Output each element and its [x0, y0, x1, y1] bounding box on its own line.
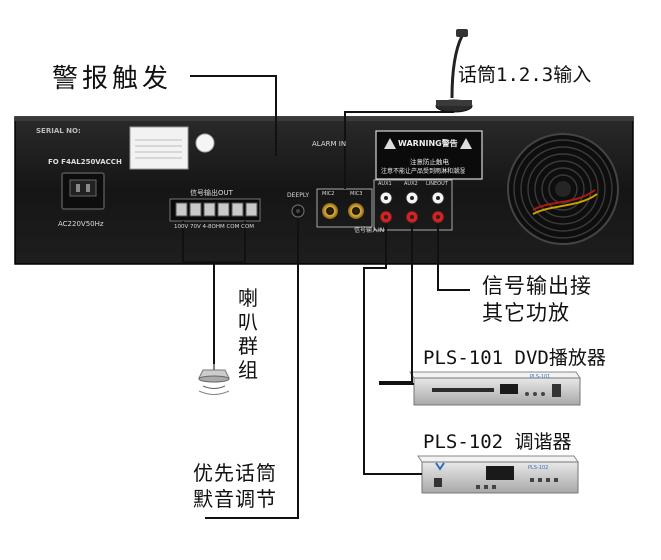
- signal-out-label: 信号输出OUT: [190, 189, 233, 197]
- deeply-label: DEEPLY: [287, 192, 310, 199]
- aux2-label: AUX2: [404, 181, 418, 187]
- serial-label: SERIAL NO:: [36, 127, 81, 135]
- dvd-player-unit: [409, 371, 581, 406]
- speaker-group-char: 叭: [238, 310, 258, 334]
- speaker-group-char: 组: [238, 358, 258, 382]
- mic2-label: MIC2: [322, 191, 335, 197]
- dvd-brand-label: PLS-101: [530, 374, 551, 380]
- cooling-fan: [507, 133, 619, 245]
- power-inlet: [61, 172, 105, 210]
- warning-label-box: [375, 130, 483, 180]
- gooseneck-microphone: [435, 29, 473, 113]
- dvd-player-label: PLS-101 DVD播放器: [423, 347, 606, 369]
- speaker-group-label: 喇 叭 群 组: [238, 286, 258, 382]
- lineout-label: LINEOUT: [426, 181, 448, 187]
- rca-jacks: [373, 179, 453, 231]
- signal-out-line1: 信号输出接: [482, 274, 592, 298]
- terminal-label: 100V 70V 4-8OHM COM COM: [174, 224, 255, 230]
- connection-lines: [182, 75, 470, 519]
- tuner-brand-label: PLS-102: [528, 465, 549, 471]
- line-signal-out: [437, 224, 470, 291]
- warning-line2: 注意防止触电: [410, 158, 449, 166]
- speaker-terminal-block: [169, 198, 261, 222]
- speaker-group-char: 喇: [238, 286, 258, 310]
- tuner-label: PLS-102 调谐器: [423, 431, 572, 453]
- alarm-trigger-label: 警报触发: [52, 64, 173, 94]
- mic3-label: MIC3: [350, 191, 363, 197]
- ceiling-speaker-icon: [198, 364, 230, 395]
- line-alarm-trigger: [190, 75, 277, 156]
- warning-title: WARNING警告: [398, 139, 458, 148]
- mic-input-label: 话筒1.2.3输入: [458, 64, 592, 86]
- line-aux-tuner: [363, 224, 422, 475]
- priority-mic-volume-knob: [291, 204, 305, 218]
- aux1-label: AUX1: [378, 181, 392, 187]
- fuse-label: FO F4AL250VACCH: [48, 158, 122, 166]
- power-label: AC220V50Hz: [58, 220, 104, 228]
- signal-out-line2: 其它功放: [482, 301, 570, 325]
- speaker-group-char: 群: [238, 334, 258, 358]
- priority-mute-line1: 优先话筒: [193, 461, 277, 485]
- line-aux-dvd: [379, 224, 414, 385]
- line-mic-input: [344, 111, 454, 189]
- line-priority-mute: [205, 218, 299, 519]
- priority-mute-line2: 默音调节: [193, 487, 277, 511]
- signal-in-label: 信号输入IN: [354, 227, 385, 234]
- tuner-unit: [417, 455, 579, 494]
- warning-line3: 注意不能让产品受到雨淋和潮湿: [381, 168, 466, 175]
- product-sticker: [129, 126, 215, 170]
- alarm-in-label: ALARM IN: [312, 140, 347, 148]
